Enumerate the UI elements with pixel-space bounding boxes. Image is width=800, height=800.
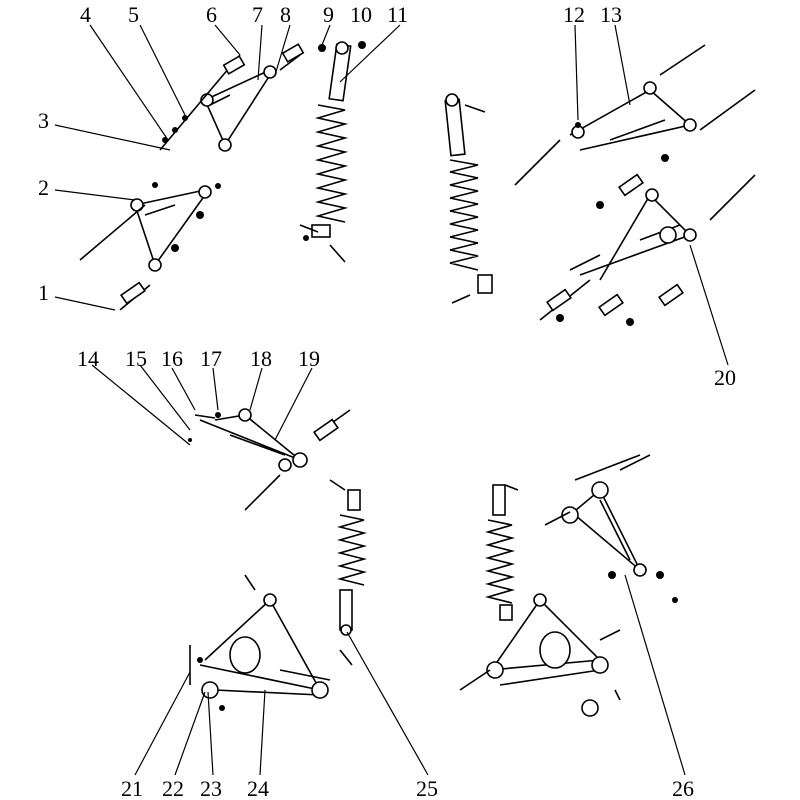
callout-4: 4 bbox=[80, 2, 91, 27]
callout-9: 9 bbox=[323, 2, 334, 27]
callout-7: 7 bbox=[252, 2, 263, 27]
callout-12: 12 bbox=[563, 2, 585, 27]
callout-20: 20 bbox=[714, 365, 736, 390]
shock-absorber-front-left bbox=[299, 41, 352, 263]
callout-25: 25 bbox=[416, 776, 438, 800]
callout-19: 19 bbox=[298, 346, 320, 371]
shock-absorber-front-right bbox=[444, 93, 493, 304]
lower-a-arm-rear-left bbox=[189, 574, 331, 711]
callout-2: 2 bbox=[38, 175, 49, 200]
callout-26: 26 bbox=[672, 776, 694, 800]
shock-absorber-rear-left bbox=[329, 479, 368, 666]
callout-1: 1 bbox=[38, 280, 49, 305]
shock-absorber-rear-right bbox=[484, 484, 519, 621]
leader-lines bbox=[54, 24, 729, 776]
callout-8: 8 bbox=[280, 2, 291, 27]
callout-6: 6 bbox=[206, 2, 217, 27]
lower-a-arm-front-right bbox=[539, 174, 756, 326]
callout-13: 13 bbox=[600, 2, 622, 27]
upper-a-arm-rear-right bbox=[544, 454, 678, 603]
callout-labels: 1 2 3 4 5 6 7 8 9 10 11 12 13 14 15 16 1… bbox=[38, 2, 736, 800]
callout-3: 3 bbox=[38, 108, 49, 133]
callout-5: 5 bbox=[128, 2, 139, 27]
callout-15: 15 bbox=[125, 346, 147, 371]
upper-a-arm-front-right bbox=[514, 44, 756, 209]
callout-21: 21 bbox=[121, 776, 143, 800]
lower-a-arm-rear-right bbox=[459, 593, 621, 717]
callout-24: 24 bbox=[247, 776, 269, 800]
callout-16: 16 bbox=[161, 346, 183, 371]
upper-a-arm-rear-left bbox=[188, 408, 351, 511]
lower-a-arm-front-left bbox=[79, 182, 221, 311]
callout-10: 10 bbox=[350, 2, 372, 27]
callout-11: 11 bbox=[387, 2, 408, 27]
callout-14: 14 bbox=[77, 346, 99, 371]
callout-23: 23 bbox=[200, 776, 222, 800]
callout-22: 22 bbox=[162, 776, 184, 800]
callout-17: 17 bbox=[200, 346, 222, 371]
callout-18: 18 bbox=[250, 346, 272, 371]
